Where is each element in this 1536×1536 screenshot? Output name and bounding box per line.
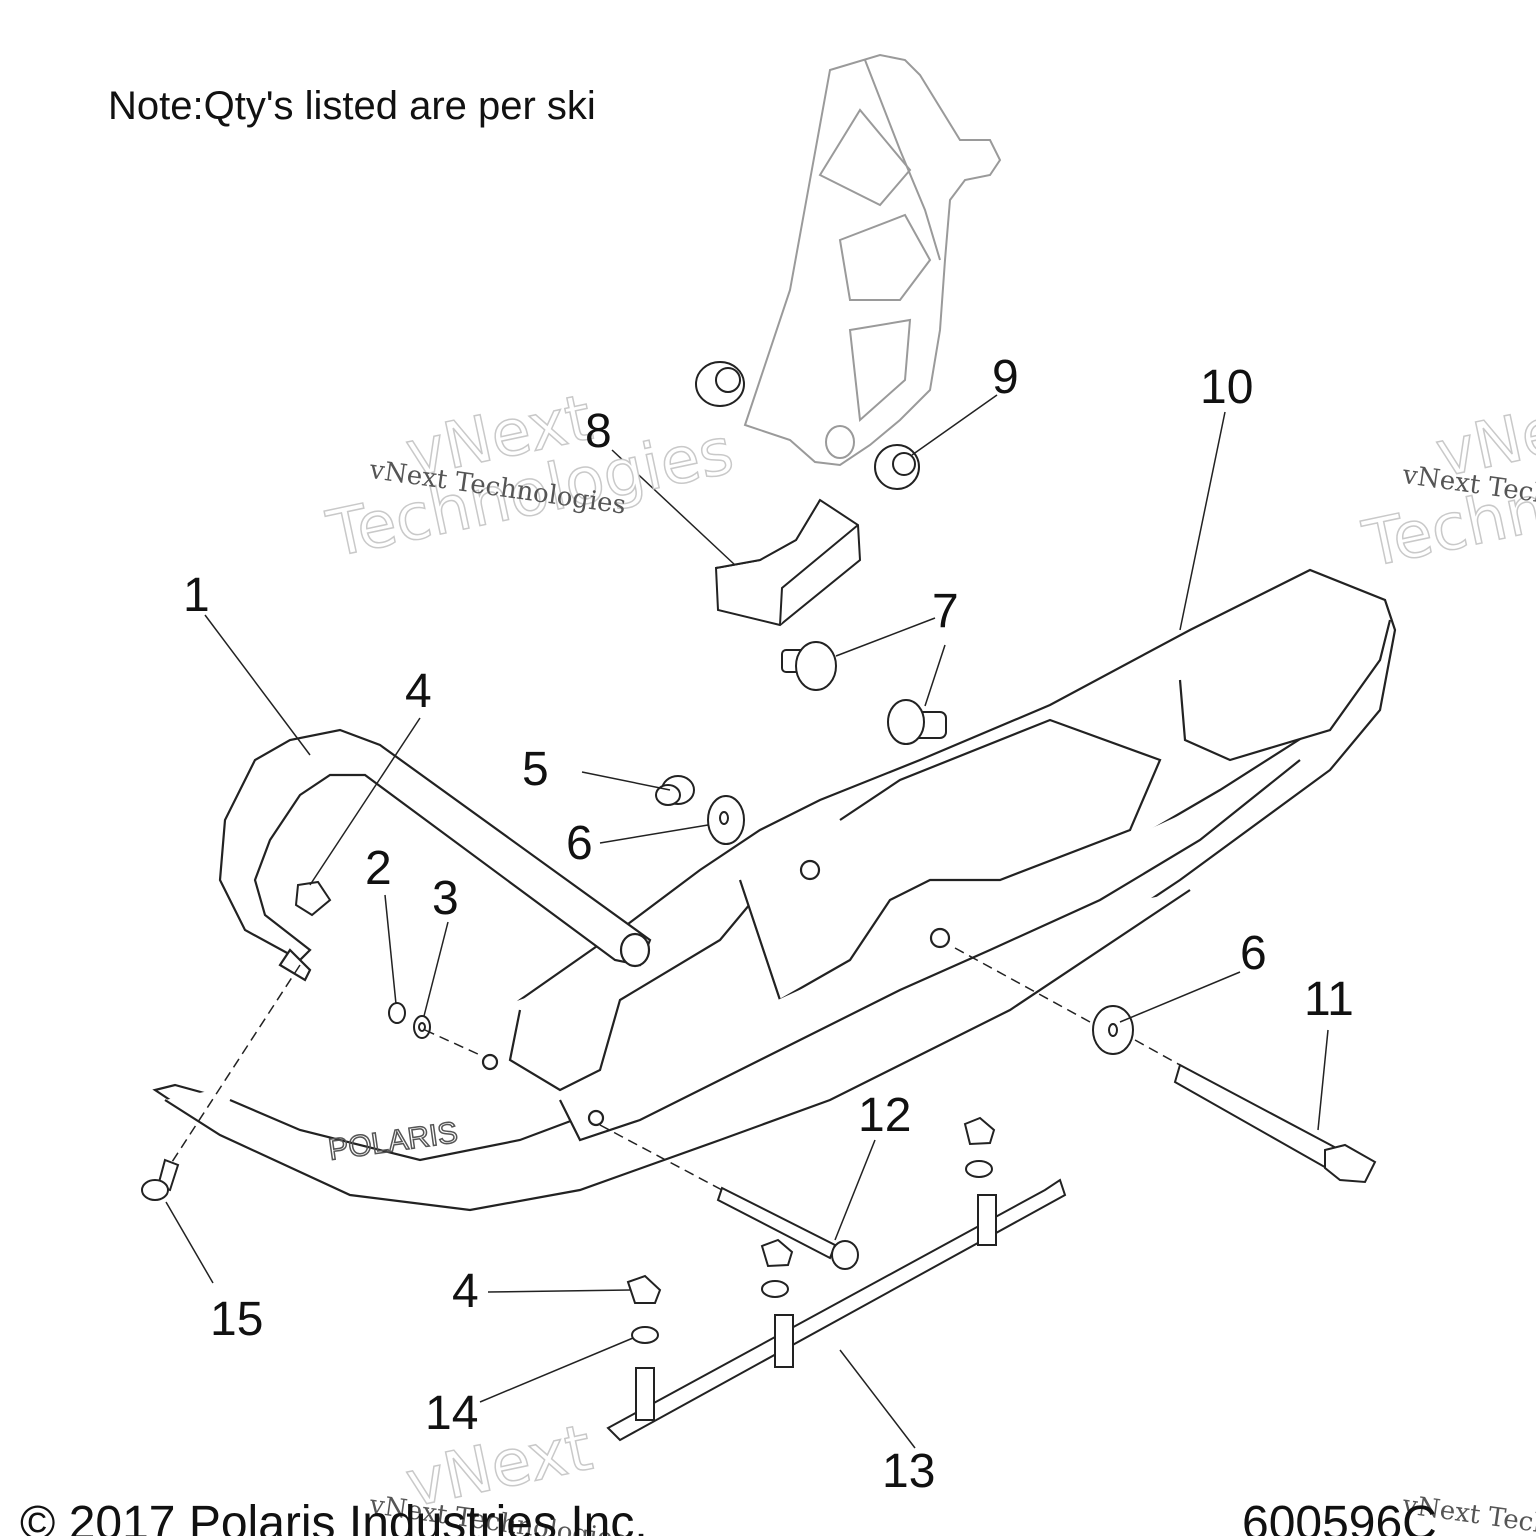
callout-3: 3 [432,872,459,925]
callout-12: 12 [858,1089,912,1142]
callout-1: 1 [183,569,210,622]
nut-4-upper [294,880,332,917]
washer-6-upper [707,795,745,845]
callout-6-lower: 6 [1240,927,1267,980]
callout-9: 9 [992,351,1019,404]
assembly-lines [171,947,1181,1191]
shoulder-bolt-upper [781,641,837,691]
callout-8: 8 [585,405,612,458]
callout-14: 14 [425,1387,479,1440]
callout-10: 10 [1200,361,1254,414]
bolt-12 [716,1186,859,1270]
callout-13: 13 [882,1445,936,1498]
copyright-text: © 2017 Polaris Industries Inc. [20,1497,648,1536]
bushing-upper [695,361,745,407]
callout-6-upper: 6 [566,817,593,870]
callout-2: 2 [365,842,392,895]
washer-3 [413,1015,431,1039]
wear-bar [606,1178,1067,1442]
washer-6-lower [1092,1005,1134,1055]
callout-11: 11 [1304,973,1354,1026]
shoulder-bolt-lower [887,699,947,745]
nut-4-lower [626,1116,996,1304]
washer-14 [631,1160,993,1344]
leader-lines [165,394,1329,1449]
bushing-5 [655,775,695,806]
bolt-15 [141,1158,180,1201]
ski-saddle [714,498,862,627]
spindle-phantom [743,53,1002,467]
nut-2 [388,1002,406,1024]
callout-15: 15 [210,1293,264,1346]
callout-7: 7 [932,585,959,638]
drawing-number: 600596C [1242,1497,1437,1536]
quantity-note: Note:Qty's listed are per ski [108,84,596,128]
callout-5: 5 [522,743,549,796]
bushing-lower [874,444,920,490]
bolt-11 [1173,1063,1377,1184]
callout-4-upper: 4 [405,665,432,718]
ski-body: POLARIS [152,568,1397,1212]
callout-4-lower: 4 [452,1265,479,1318]
ski-handle [218,728,652,982]
